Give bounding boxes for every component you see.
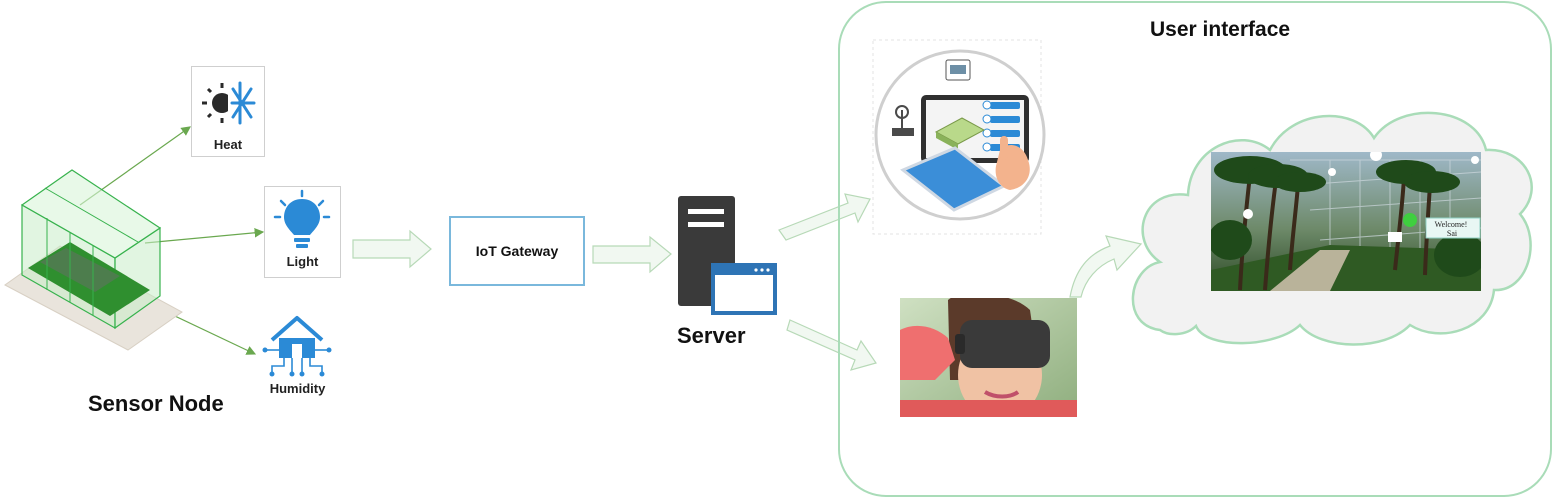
block-arrow-to-tablet <box>778 193 871 241</box>
iot-gateway-box: IoT Gateway <box>449 216 585 286</box>
vr-welcome-text: Welcome! Sai <box>1435 220 1470 238</box>
block-arrow-to-vr <box>786 319 877 371</box>
vr-greenhouse-scene <box>1211 152 1481 291</box>
heat-icon <box>202 81 256 125</box>
server-label: Server <box>677 323 746 348</box>
smart-home-icon <box>262 316 332 377</box>
light-bulb-icon <box>273 189 331 248</box>
heat-sensor-card: Heat <box>191 66 265 157</box>
light-label: Light <box>286 254 319 269</box>
sensor-node-label: Sensor Node <box>88 391 224 416</box>
heat-label: Heat <box>213 137 243 152</box>
arrow-to-light <box>144 228 265 244</box>
light-sensor-card: Light <box>264 186 341 278</box>
humidity-label: Humidity <box>269 381 326 396</box>
humidity-sensor-card: Humidity <box>260 314 335 402</box>
user-interface-title: User interface <box>1150 18 1291 41</box>
curved-arrow-to-cloud <box>1069 235 1143 298</box>
user-interface-panel <box>838 1 1552 497</box>
iot-gateway-label: IoT Gateway <box>475 243 559 259</box>
block-arrow-to-gateway <box>352 229 432 269</box>
block-arrow-to-server <box>592 235 672 274</box>
